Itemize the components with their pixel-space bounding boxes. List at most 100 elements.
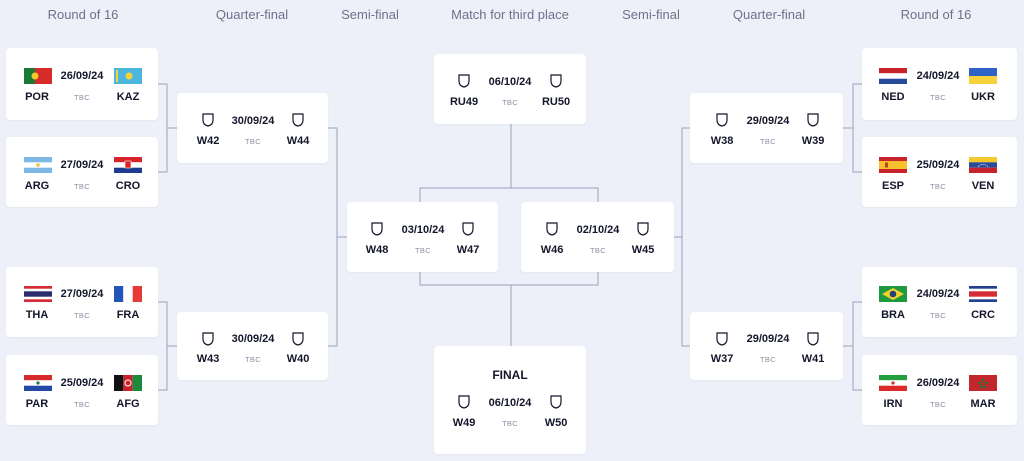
home-team: W37 <box>710 353 734 365</box>
match-date: 02/10/24 <box>576 224 620 236</box>
home-team: POR <box>25 91 49 103</box>
match-status: TBC <box>502 419 518 428</box>
shield-icon <box>716 113 728 127</box>
header-semi-final-left: Semi-final <box>341 7 399 22</box>
connector-r16-left-bottom <box>158 301 177 391</box>
match-date: 26/09/24 <box>60 70 104 82</box>
paraguay-flag-icon <box>24 375 52 391</box>
match-card-irn-mar[interactable]: IRN 26/09/24 TBC MAR <box>862 355 1017 425</box>
header-quarter-final-left: Quarter-final <box>215 7 289 22</box>
match-status: TBC <box>74 182 90 191</box>
shield-icon <box>202 113 214 127</box>
connector-qf-right <box>674 127 690 347</box>
match-date: 03/10/24 <box>401 224 445 236</box>
connector-r16-left-top <box>158 83 177 173</box>
kazakhstan-flag-icon <box>114 68 142 84</box>
match-card-third-place[interactable]: RU49 06/10/24 TBC RU50 <box>434 54 586 124</box>
shield-icon <box>637 222 649 236</box>
shield-icon <box>716 332 728 346</box>
match-status: TBC <box>930 311 946 320</box>
match-card-sf-w48-w47[interactable]: W48 03/10/24 TBC W47 <box>347 202 498 272</box>
away-team: AFG <box>116 398 140 410</box>
header-semi-final-right: Semi-final <box>622 7 680 22</box>
shield-icon <box>458 395 470 409</box>
away-team: W50 <box>544 417 568 429</box>
match-card-qf-w43-w40[interactable]: W43 30/09/24 TBC W40 <box>177 312 328 380</box>
shield-icon <box>550 74 562 88</box>
shield-icon <box>550 395 562 409</box>
afghanistan-flag-icon <box>114 375 142 391</box>
shield-icon <box>807 113 819 127</box>
match-card-por-kaz[interactable]: POR 26/09/24 TBC KAZ <box>6 48 158 120</box>
shield-icon <box>202 332 214 346</box>
match-date: 30/09/24 <box>231 333 275 345</box>
match-card-tha-fra[interactable]: THA 27/09/24 TBC FRA <box>6 267 158 337</box>
away-team: UKR <box>971 91 995 103</box>
costa-rica-flag-icon <box>969 286 997 302</box>
iran-flag-icon <box>879 375 907 391</box>
away-team: W41 <box>801 353 825 365</box>
match-card-final[interactable]: FINAL W49 06/10/24 TBC W50 <box>434 346 586 454</box>
france-flag-icon <box>114 286 142 302</box>
netherlands-flag-icon <box>879 68 907 84</box>
morocco-flag-icon <box>969 375 997 391</box>
match-status: TBC <box>590 246 606 255</box>
away-team: RU50 <box>541 96 571 108</box>
connector-r16-right-bottom <box>843 301 862 391</box>
argentina-flag-icon <box>24 157 52 173</box>
away-team: VEN <box>971 180 995 192</box>
match-card-arg-cro[interactable]: ARG 27/09/24 TBC CRO <box>6 137 158 207</box>
home-team: BRA <box>881 309 905 321</box>
ukraine-flag-icon <box>969 68 997 84</box>
match-card-ned-ukr[interactable]: NED 24/09/24 TBC UKR <box>862 48 1017 120</box>
home-team: W49 <box>452 417 476 429</box>
match-card-qf-w38-w39[interactable]: W38 29/09/24 TBC W39 <box>690 93 843 163</box>
match-status: TBC <box>415 246 431 255</box>
match-date: 27/09/24 <box>60 288 104 300</box>
match-date: 25/09/24 <box>916 159 960 171</box>
match-date: 06/10/24 <box>488 397 532 409</box>
match-date: 25/09/24 <box>60 377 104 389</box>
match-date: 30/09/24 <box>231 115 275 127</box>
match-date: 24/09/24 <box>916 288 960 300</box>
home-team: IRN <box>883 398 903 410</box>
match-date: 06/10/24 <box>488 76 532 88</box>
match-card-qf-w42-w44[interactable]: W42 30/09/24 TBC W44 <box>177 93 328 163</box>
away-team: CRO <box>115 180 141 192</box>
home-team: THA <box>25 309 49 321</box>
connector-qf-left <box>328 127 347 347</box>
match-date: 24/09/24 <box>916 70 960 82</box>
home-team: W42 <box>196 135 220 147</box>
match-date: 29/09/24 <box>746 115 790 127</box>
match-card-sf-w46-w45[interactable]: W46 02/10/24 TBC W45 <box>521 202 674 272</box>
match-status: TBC <box>74 400 90 409</box>
header-round-of-16-left: Round of 16 <box>47 7 119 22</box>
shield-icon <box>371 222 383 236</box>
match-card-par-afg[interactable]: PAR 25/09/24 TBC AFG <box>6 355 158 425</box>
away-team: W45 <box>631 244 655 256</box>
match-status: TBC <box>74 93 90 102</box>
match-status: TBC <box>74 311 90 320</box>
match-status: TBC <box>502 98 518 107</box>
home-team: RU49 <box>449 96 479 108</box>
away-team: KAZ <box>116 91 140 103</box>
spain-flag-icon <box>879 157 907 173</box>
shield-icon <box>458 74 470 88</box>
thailand-flag-icon <box>24 286 52 302</box>
match-card-esp-ven[interactable]: ESP 25/09/24 TBC VEN <box>862 137 1017 207</box>
match-date: 26/09/24 <box>916 377 960 389</box>
home-team: ARG <box>24 180 50 192</box>
header-round-of-16-right: Round of 16 <box>900 7 972 22</box>
shield-icon <box>462 222 474 236</box>
home-team: W48 <box>365 244 389 256</box>
match-status: TBC <box>245 137 261 146</box>
match-card-qf-w37-w41[interactable]: W37 29/09/24 TBC W41 <box>690 312 843 380</box>
match-date: 27/09/24 <box>60 159 104 171</box>
connector-r16-right-top <box>843 83 862 173</box>
match-card-bra-crc[interactable]: BRA 24/09/24 TBC CRC <box>862 267 1017 337</box>
header-quarter-final-right: Quarter-final <box>732 7 806 22</box>
home-team: W46 <box>540 244 564 256</box>
shield-icon <box>292 113 304 127</box>
away-team: MAR <box>970 398 996 410</box>
home-team: W43 <box>196 353 220 365</box>
